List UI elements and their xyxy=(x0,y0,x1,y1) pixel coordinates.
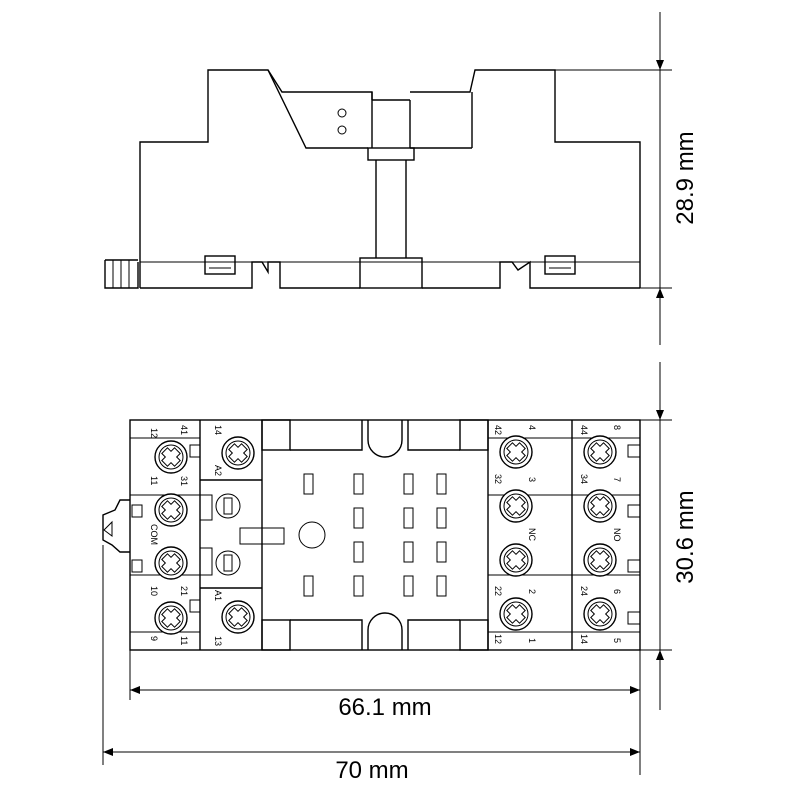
label-21: 21 xyxy=(179,586,189,596)
dim-height-top: 30.6 mm xyxy=(672,490,699,583)
dim-width-outer: 70 mm xyxy=(335,757,408,784)
label-12b: 12 xyxy=(493,634,503,644)
label-11b: 11 xyxy=(179,636,189,645)
label-nc: NC xyxy=(527,528,537,541)
label-34: 34 xyxy=(579,474,589,484)
terminal-labels: 12 41 11 31 COM 10 21 9 11 14 A2 A1 13 4… xyxy=(149,425,622,646)
label-13: 13 xyxy=(213,636,223,646)
label-41: 41 xyxy=(179,425,189,435)
label-no: NO xyxy=(612,528,622,542)
label-32: 32 xyxy=(493,474,503,484)
label-14: 14 xyxy=(213,425,223,435)
side-view xyxy=(104,69,641,289)
label-8: 8 xyxy=(612,425,622,430)
label-4: 4 xyxy=(527,425,537,430)
dimension-lines xyxy=(102,12,672,775)
dim-height-side: 28.9 mm xyxy=(672,131,699,224)
label-a1: A1 xyxy=(213,590,223,601)
label-3: 3 xyxy=(527,477,537,482)
label-44: 44 xyxy=(579,425,589,435)
label-12: 12 xyxy=(149,428,159,438)
pin-sockets xyxy=(239,473,447,597)
label-24: 24 xyxy=(579,586,589,596)
label-7: 7 xyxy=(612,477,622,482)
label-com: COM xyxy=(149,524,159,545)
top-view: 12 41 11 31 COM 10 21 9 11 14 A2 A1 13 4… xyxy=(102,419,641,651)
label-31: 31 xyxy=(179,476,189,486)
label-6: 6 xyxy=(612,589,622,594)
label-a2: A2 xyxy=(213,465,223,476)
label-5: 5 xyxy=(612,638,622,643)
label-2: 2 xyxy=(527,589,537,594)
label-14b: 14 xyxy=(579,634,589,644)
screw-terminals xyxy=(154,435,617,635)
label-1: 1 xyxy=(527,638,537,643)
label-9: 9 xyxy=(149,636,159,641)
label-11: 11 xyxy=(149,476,159,485)
label-10: 10 xyxy=(149,586,159,596)
label-42: 42 xyxy=(493,425,503,435)
dim-width-inner: 66.1 mm xyxy=(338,694,431,721)
label-22: 22 xyxy=(493,586,503,596)
